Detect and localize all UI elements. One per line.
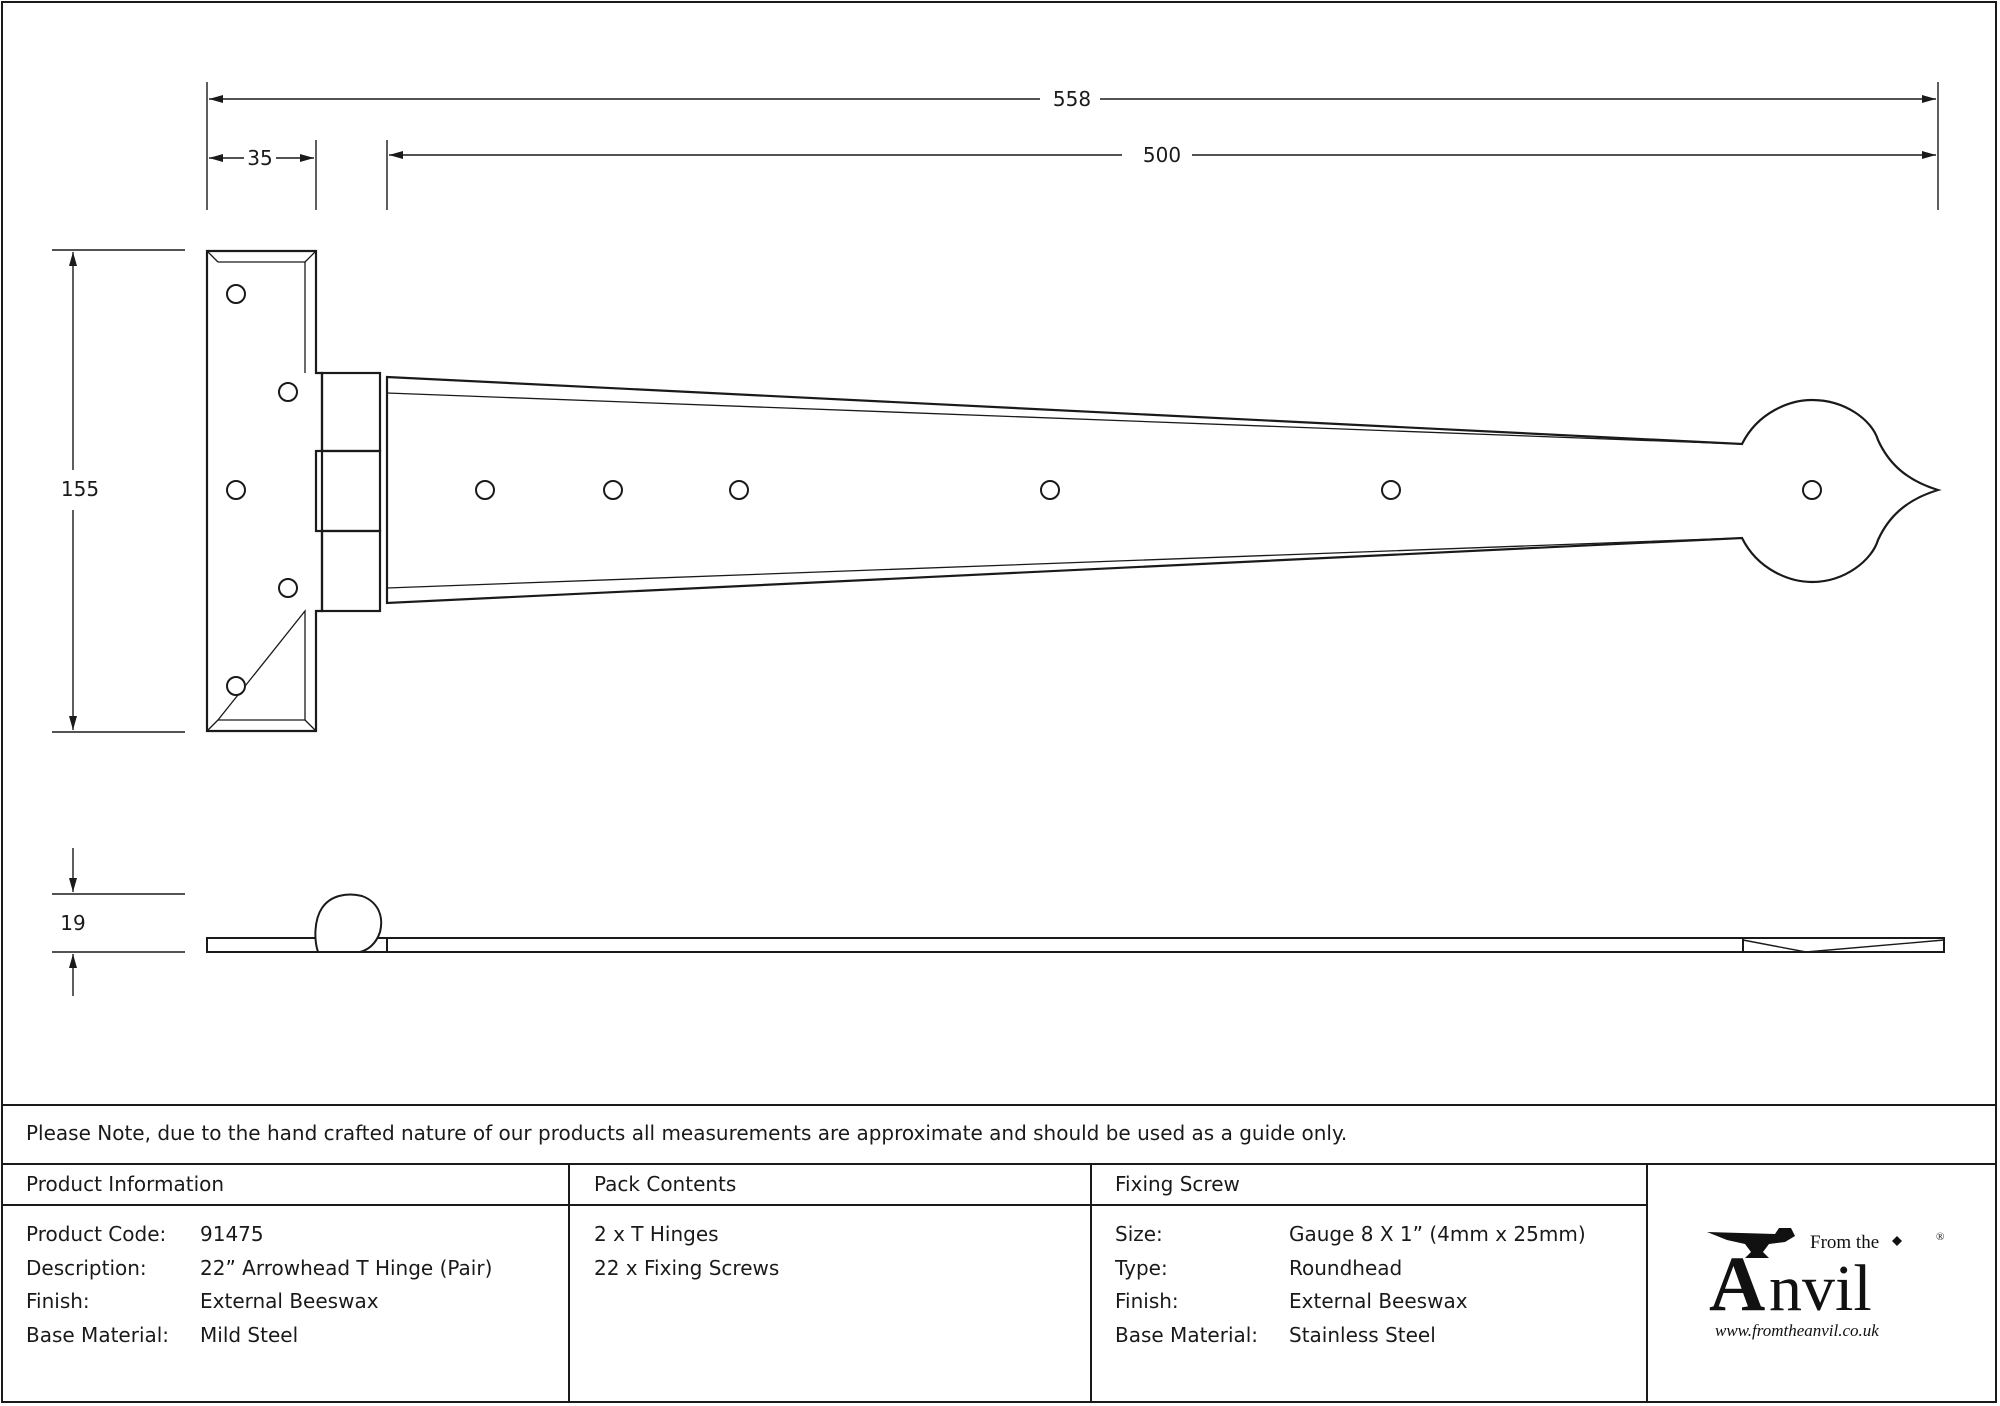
screw-size-label: Size: <box>1115 1222 1163 1246</box>
screw-finish-value: External Beeswax <box>1289 1289 1468 1313</box>
pack-contents-item: 22 x Fixing Screws <box>594 1256 780 1280</box>
screw-hole <box>1381 480 1401 500</box>
product-info-row: Finish: External Beeswax <box>26 1285 379 1318</box>
product-info-row: Product Code: 91475 <box>26 1218 264 1251</box>
fixing-screw-row: Type: Roundhead <box>1115 1252 1402 1285</box>
fixing-screw-row: Size: Gauge 8 X 1” (4mm x 25mm) <box>1115 1218 1586 1251</box>
fixing-screw-heading: Fixing Screw <box>1115 1172 1240 1196</box>
product-information-heading: Product Information <box>26 1172 225 1196</box>
description-label: Description: <box>26 1256 147 1280</box>
column-divider-1 <box>568 1163 570 1403</box>
logo-brand: nvil <box>1769 1252 1872 1325</box>
bevel-corner-tr <box>304 250 317 263</box>
screw-hole <box>475 480 495 500</box>
dim-label-500: 500 <box>1143 143 1181 167</box>
table-header-bottom-rule <box>3 1204 1646 1206</box>
screw-hole <box>1802 480 1822 500</box>
bevel-corner-br <box>304 719 317 732</box>
screw-hole <box>226 284 246 304</box>
screw-material-label: Base Material: <box>1115 1323 1259 1347</box>
screw-hole <box>1040 480 1060 500</box>
screw-hole <box>226 676 246 696</box>
technical-drawing: 558 500 35 155 19 <box>52 82 1945 996</box>
dim-label-35: 35 <box>247 146 272 170</box>
base-material-label: Base Material: <box>26 1323 170 1347</box>
screw-hole <box>278 382 298 402</box>
bevel-corner-tl <box>206 250 219 263</box>
logo-initial-a: A <box>1709 1240 1765 1327</box>
screw-type-label: Type: <box>1115 1256 1168 1280</box>
dim-label-19: 19 <box>60 911 85 935</box>
dim-label-558: 558 <box>1053 87 1091 111</box>
description-value: 22” Arrowhead T Hinge (Pair) <box>200 1256 493 1280</box>
side-view-knuckle <box>314 893 383 953</box>
product-info-row: Description: 22” Arrowhead T Hinge (Pair) <box>26 1252 492 1285</box>
anvil-icon <box>1707 1228 1795 1258</box>
product-code-value: 91475 <box>200 1222 264 1246</box>
column-divider-3 <box>1646 1163 1648 1403</box>
screw-hole <box>226 480 246 500</box>
table-top-rule <box>3 1104 1997 1106</box>
dim-label-155: 155 <box>61 477 99 501</box>
screw-finish-label: Finish: <box>1115 1289 1179 1313</box>
screw-hole <box>278 578 298 598</box>
base-material-value: Mild Steel <box>200 1323 299 1347</box>
fixing-screw-row: Base Material: Stainless Steel <box>1115 1319 1436 1352</box>
screw-type-value: Roundhead <box>1289 1256 1403 1280</box>
screw-size-value: Gauge 8 X 1” (4mm x 25mm) <box>1289 1222 1586 1246</box>
side-view-bar <box>206 937 1945 953</box>
product-info-row: Base Material: Mild Steel <box>26 1319 298 1352</box>
from-the-anvil-logo: From the ® A nvil www.fromtheanvil.co.uk <box>1707 1228 1944 1340</box>
hinge-knuckle-middle <box>314 449 382 533</box>
hinge-strap-bevel <box>386 392 1741 589</box>
side-view-tip-bevel <box>1742 939 1945 953</box>
hinge-knuckle-bottom <box>320 529 382 613</box>
screw-hole <box>603 480 623 500</box>
logo-registered-mark: ® <box>1936 1231 1944 1243</box>
pack-contents-item: 2 x T Hinges <box>594 1222 719 1246</box>
product-code-label: Product Code: <box>26 1222 167 1246</box>
finish-value: External Beeswax <box>200 1289 379 1313</box>
table-header-top-rule <box>3 1163 1997 1165</box>
finish-label: Finish: <box>26 1289 90 1313</box>
hinge-knuckle-top <box>320 371 382 453</box>
fixing-screw-row: Finish: External Beeswax <box>1115 1285 1468 1318</box>
screw-hole <box>729 480 749 500</box>
pack-contents-heading: Pack Contents <box>594 1172 737 1196</box>
screw-material-value: Stainless Steel <box>1289 1323 1436 1347</box>
logo-url: www.fromtheanvil.co.uk <box>1715 1321 1879 1340</box>
diamond-icon <box>1892 1236 1902 1246</box>
bevel-corner-bl <box>206 719 219 732</box>
hinge-strap-outline <box>385 375 1942 605</box>
logo-from-the: From the <box>1810 1232 1879 1253</box>
measurement-note: Please Note, due to the hand crafted nat… <box>26 1121 1348 1145</box>
column-divider-2 <box>1090 1163 1092 1403</box>
